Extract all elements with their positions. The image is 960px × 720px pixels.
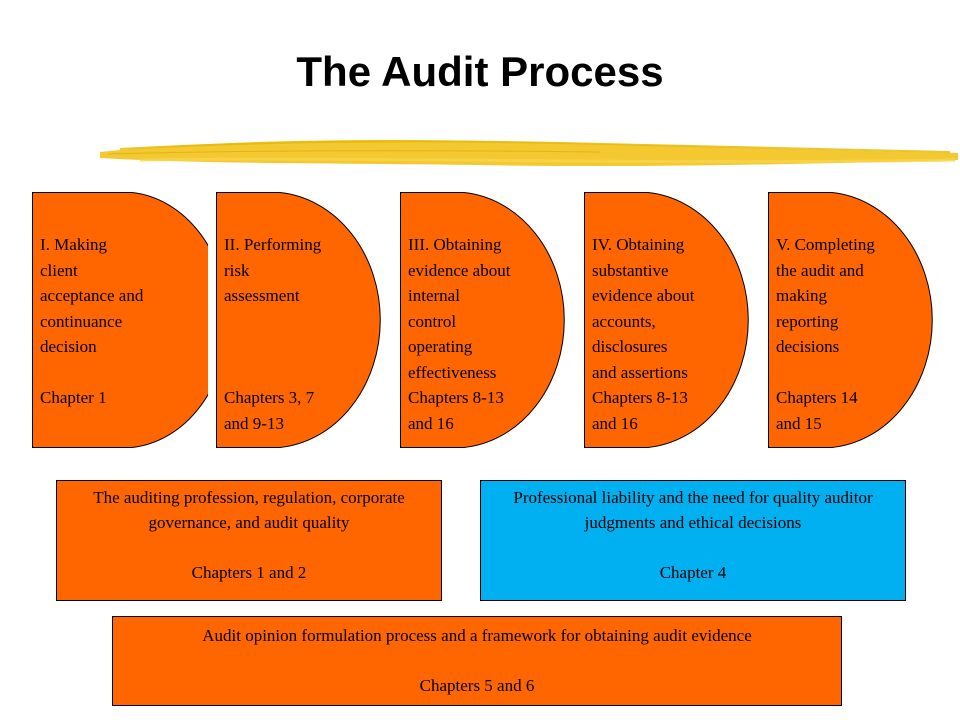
step-chapters: Chapters 8-13 and 16 bbox=[592, 388, 688, 433]
step-shape bbox=[768, 192, 933, 448]
box-chapters: Chapter 4 bbox=[659, 563, 727, 582]
step-shape bbox=[400, 192, 565, 448]
box-text: Audit opinion formulation process and a … bbox=[202, 626, 752, 645]
step-chapters: Chapter 1 bbox=[40, 388, 107, 407]
step-shape bbox=[216, 192, 381, 448]
process-step-5: V. Completing the audit and making repor… bbox=[768, 192, 944, 448]
box-text: Professional liability and the need for … bbox=[513, 488, 873, 532]
process-step-3: III. Obtaining evidence about internal c… bbox=[400, 192, 576, 448]
box-chapters: Chapters 1 and 2 bbox=[191, 563, 307, 582]
box-text: The auditing profession, regulation, cor… bbox=[93, 488, 405, 532]
step-chapters: Chapters 8-13 and 16 bbox=[408, 388, 504, 433]
profession-box: The auditing profession, regulation, cor… bbox=[56, 480, 442, 601]
step-label: V. Completing the audit and making repor… bbox=[776, 235, 875, 356]
process-step-4: IV. Obtaining substantive evidence about… bbox=[584, 192, 760, 448]
step-label: I. Making client acceptance and continua… bbox=[40, 235, 144, 356]
process-step-1: I. Making client acceptance and continua… bbox=[32, 192, 208, 448]
box-chapters: Chapters 5 and 6 bbox=[419, 676, 535, 695]
step-chapters: Chapters 14 and 15 bbox=[776, 388, 858, 433]
page-title: The Audit Process bbox=[296, 48, 664, 95]
step-shape bbox=[584, 192, 749, 448]
opinion-box: Audit opinion formulation process and a … bbox=[112, 616, 842, 706]
process-step-2: II. Performing risk assessment Chapters … bbox=[216, 192, 392, 448]
step-label: III. Obtaining evidence about internal c… bbox=[408, 235, 511, 382]
step-label: IV. Obtaining substantive evidence about… bbox=[592, 235, 695, 382]
liability-box: Professional liability and the need for … bbox=[480, 480, 906, 601]
step-shape bbox=[32, 192, 208, 448]
highlighter-stroke bbox=[100, 140, 958, 167]
step-label: II. Performing risk assessment bbox=[224, 235, 322, 305]
step-chapters: Chapters 3, 7 and 9-13 bbox=[224, 388, 315, 433]
